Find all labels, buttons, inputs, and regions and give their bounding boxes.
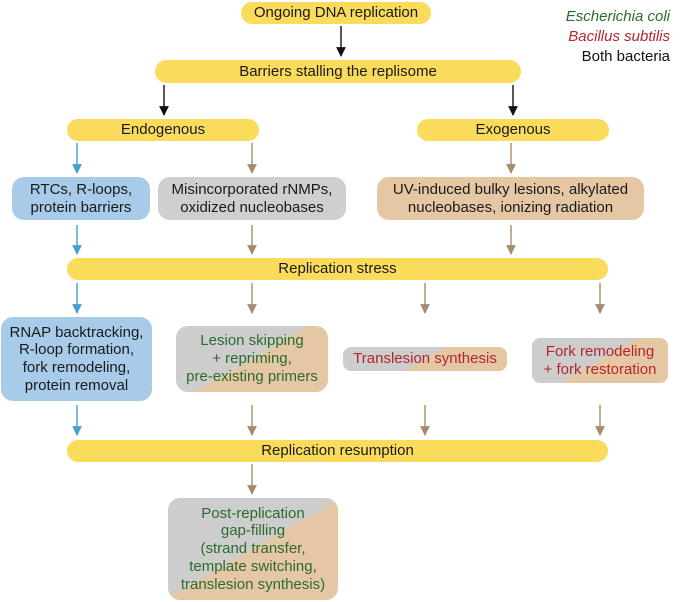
- legend-ecoli: Escherichia coli: [565, 8, 670, 25]
- node-translesion-synthesis: Translesion synthesis: [343, 347, 507, 371]
- node-replication-stress: Replication stress: [67, 258, 608, 280]
- node-endogenous: Endogenous: [67, 119, 259, 141]
- legend-both: Both bacteria: [581, 48, 670, 65]
- node-lesion-skipping: Lesion skipping + repriming, pre-existin…: [176, 326, 328, 392]
- legend-bsub: Bacillus subtilis: [568, 28, 670, 45]
- node-post-replication-gap-filling: Post-replication gap-filling (strand tra…: [168, 498, 338, 600]
- node-rtcs: RTCs, R-loops, protein barriers: [12, 177, 150, 220]
- node-barriers: Barriers stalling the replisome: [155, 60, 521, 83]
- node-fork-remodeling: Fork remodeling + fork restoration: [532, 338, 668, 383]
- node-replication-resumption: Replication resumption: [67, 440, 608, 462]
- node-exogenous: Exogenous: [417, 119, 609, 141]
- node-rnap-backtracking: RNAP backtracking, R-loop formation, for…: [1, 317, 152, 401]
- node-rnmps: Misincorporated rNMPs, oxidized nucleoba…: [158, 177, 346, 220]
- node-uv-lesions: UV-induced bulky lesions, alkylated nucl…: [377, 177, 644, 220]
- node-ongoing-replication: Ongoing DNA replication: [241, 2, 431, 24]
